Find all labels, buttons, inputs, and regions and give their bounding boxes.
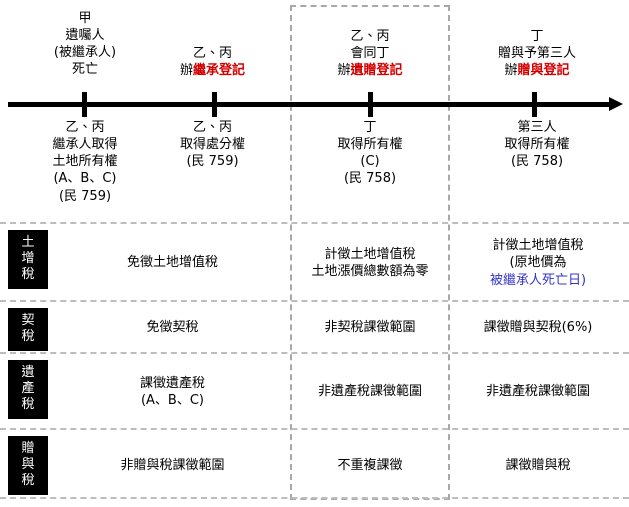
row-label-deed-tax: 契 稅 <box>8 308 48 351</box>
event-gift-result-line-2: 取得所有權 <box>504 137 570 153</box>
event-gift-registration-above-label: 丁 贈與予第三人 辦贈與登記 <box>462 28 612 79</box>
event-gift-result-line-3: (民 758) <box>510 154 564 170</box>
cell-lvit-gift-highlight: 被繼承人死亡日) <box>489 272 587 288</box>
cell-lvit-inheritance: 免徵土地增值稅 <box>126 255 218 270</box>
event-bequest-action: 辦遺贈登記 <box>300 62 440 79</box>
event-bequest-parties-line-2: 會同丁 <box>350 46 390 62</box>
row-label-estate-tax: 遺 產 稅 <box>8 360 48 419</box>
table-row: 契 稅 免徵契稅 非契稅課徵範圍 課徵贈與契稅(6%) <box>0 300 629 352</box>
event-bequest-registration-below-label: 丁 取得所有權 (C) (民 758) <box>300 119 440 188</box>
timeline-tick-gift-registration <box>532 92 537 117</box>
event-gift-action-highlight: 贈與登記 <box>517 63 570 79</box>
event-bequest-parties-line-1: 乙、丙 <box>350 29 390 44</box>
event-death-line-2: 遺囑人 <box>65 28 105 44</box>
cell-gifttax-bequest: 不重複課徵 <box>337 458 403 473</box>
event-inheritance-registration-below-label: 乙、丙 取得處分權 (民 759) <box>145 119 280 170</box>
event-bequest-result-line-1: 丁 <box>363 120 377 135</box>
event-inheritance-result-line-1: 乙、丙 <box>192 120 232 135</box>
cell-estate-inheritance: 課徵遺產稅 (A、B、C) <box>139 376 205 409</box>
tax-comparison-table: 土 增 稅 免徵土地增值稅 計徵土地增值稅 土地漲價總數額為零 計徵土地增值稅 … <box>0 222 629 499</box>
event-inheritance-action: 辦繼承登記 <box>145 62 280 79</box>
event-gift-action: 辦贈與登記 <box>462 62 612 79</box>
event-gift-action-prefix: 辦 <box>504 63 518 79</box>
cell-estate-gift: 非遺產稅課徵範圍 <box>485 384 590 399</box>
row-label-gift-tax: 贈 與 稅 <box>8 436 48 495</box>
event-bequest-action-prefix: 辦 <box>337 63 351 79</box>
cell-gifttax-inheritance: 非贈與稅課徵範圍 <box>120 458 225 473</box>
event-inheritance-parties: 乙、丙 <box>192 46 232 61</box>
event-inheritance-registration-above-label: 乙、丙 辦繼承登記 <box>145 45 280 79</box>
event-bequest-result-line-3: (C) <box>360 154 380 170</box>
event-inheritance-result-line-2: 取得處分權 <box>179 137 245 153</box>
cell-deed-bequest: 非契稅課徵範圍 <box>324 320 416 335</box>
event-inheritance-action-prefix: 辦 <box>179 63 193 79</box>
event-death-line-1: 甲 <box>78 11 92 26</box>
event-death-below-label: 乙、丙 繼承人取得 土地所有權 (A、B、C) (民 759) <box>10 119 160 205</box>
event-bequest-result-line-4: (民 758) <box>343 171 397 187</box>
event-gift-result-line-1: 第三人 <box>517 120 557 135</box>
timeline-arrowhead-icon <box>609 97 623 111</box>
bequest-column-highlight-box <box>290 5 450 500</box>
row-label-land-value-increment-tax: 土 增 稅 <box>8 230 48 289</box>
event-gift-parties-line-2: 贈與予第三人 <box>497 46 576 62</box>
timeline-tick-inheritance-registration <box>212 92 217 117</box>
cell-deed-inheritance: 免徵契稅 <box>146 320 199 335</box>
timeline-axis <box>8 102 612 107</box>
table-row: 土 增 稅 免徵土地增值稅 計徵土地增值稅 土地漲價總數額為零 計徵土地增值稅 … <box>0 222 629 300</box>
table-row: 贈 與 稅 非贈與稅課徵範圍 不重複課徵 課徵贈與稅 <box>0 428 629 499</box>
event-death-result-line-4: (A、B、C) <box>53 171 117 187</box>
event-death-result-line-3: 土地所有權 <box>52 154 118 170</box>
cell-deed-gift: 課徵贈與契稅(6%) <box>483 320 593 335</box>
cell-gifttax-gift: 課徵贈與稅 <box>505 458 571 473</box>
timeline-tick-death <box>82 92 87 117</box>
event-bequest-result-line-2: 取得所有權 <box>337 137 403 153</box>
event-inheritance-result-line-3: (民 759) <box>186 154 239 170</box>
event-death-line-3: (被繼承人) <box>53 45 117 61</box>
cell-lvit-bequest: 計徵土地增值稅 土地漲價總數額為零 <box>311 247 429 280</box>
event-death-above-label: 甲 遺囑人 (被繼承人) 死亡 <box>10 10 160 79</box>
event-death-result-line-5: (民 759) <box>58 188 112 204</box>
event-bequest-action-highlight: 遺贈登記 <box>350 63 403 79</box>
timeline-tick-bequest-registration <box>368 92 373 117</box>
cell-lvit-gift: 計徵土地增值稅 (原地價為 被繼承人死亡日) <box>452 237 624 289</box>
event-bequest-registration-above-label: 乙、丙 會同丁 辦遺贈登記 <box>300 28 440 79</box>
table-row: 遺 產 稅 課徵遺產稅 (A、B、C) 非遺產稅課徵範圍 非遺產稅課徵範圍 <box>0 352 629 428</box>
event-death-line-4: 死亡 <box>71 62 98 78</box>
cell-estate-bequest: 非遺產稅課徵範圍 <box>317 384 422 399</box>
event-gift-registration-below-label: 第三人 取得所有權 (民 758) <box>462 119 612 170</box>
event-inheritance-action-highlight: 繼承登記 <box>193 63 246 79</box>
event-death-result-line-1: 乙、丙 <box>65 120 105 135</box>
event-death-result-line-2: 繼承人取得 <box>52 137 118 153</box>
event-gift-parties-line-1: 丁 <box>530 29 544 44</box>
